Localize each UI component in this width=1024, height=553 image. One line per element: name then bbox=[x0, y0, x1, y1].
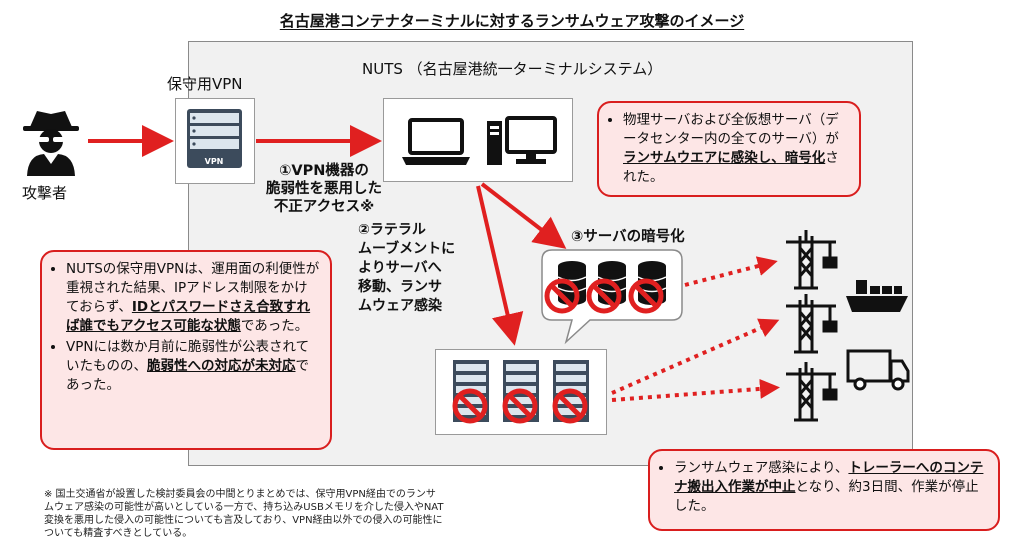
callout-encryption-list: 物理サーバおよび全仮想サーバ（データセンター内の全てのサーバ）がランサムウエアに… bbox=[609, 111, 849, 187]
callout-vpn-cause-list: NUTSの保守用VPNは、運用面の利便性が重視された結果、IPアドレス制限をかけ… bbox=[52, 260, 320, 395]
arrow-to-physical-servers bbox=[476, 185, 524, 346]
dotted-arrows bbox=[611, 256, 780, 402]
callout-encryption-emph: ランサムウエアに感染し、暗号化 bbox=[623, 150, 826, 166]
step3-label: ③サーバの暗号化 bbox=[571, 229, 685, 245]
callout-vpn-item-2-post: であった。 bbox=[66, 358, 309, 393]
prohibited-icons-physical bbox=[452, 388, 588, 424]
step1-line1: ①VPN機器の bbox=[279, 163, 369, 179]
terminal-pc-box bbox=[383, 98, 573, 182]
callout-operation-post: となり、約3日間、作業が停止した。 bbox=[674, 479, 979, 514]
laptop-icon bbox=[402, 118, 470, 165]
nuts-label: NUTS （名古屋港統一ターミナルシステム） bbox=[362, 60, 663, 78]
callout-operation-pre: ランサムウェア感染により、 bbox=[674, 460, 849, 476]
step1-line3: 不正アクセス※ bbox=[273, 199, 375, 215]
step2-line1: ②ラテラル bbox=[358, 222, 426, 238]
step1-label: ①VPN機器の 脆弱性を悪用した 不正アクセス※ bbox=[256, 162, 392, 216]
callout-operation-stop-list: ランサムウェア感染により、トレーラーへのコンテナ搬出入作業が中止となり、約3日間… bbox=[660, 459, 988, 516]
step2-line5: ムウェア感染 bbox=[358, 298, 442, 314]
callout-encryption-pre: 物理サーバおよび全仮想サーバ（データセンター内の全てのサーバ）が bbox=[623, 112, 839, 147]
callout-vpn-item-1-emph: IDとパスワードさえ合致すれば誰でもアクセス可能な状態 bbox=[66, 299, 311, 334]
callout-encryption-post: された。 bbox=[623, 150, 839, 185]
truck-icon bbox=[846, 349, 910, 391]
vpn-badge: VPN bbox=[205, 157, 224, 166]
ship-icon bbox=[846, 280, 908, 312]
crane-icons bbox=[786, 230, 838, 422]
callout-vpn-item-1-post: であった。 bbox=[240, 318, 309, 334]
vpn-device-icon bbox=[187, 109, 242, 168]
arrow-to-virtual-servers bbox=[480, 182, 567, 249]
prohibited-icons-virtual bbox=[544, 278, 664, 314]
callout-vpn-item-1: NUTSの保守用VPNは、運用面の利便性が重視された結果、IPアドレス制限をかけ… bbox=[66, 260, 320, 336]
step1-line2: 脆弱性を悪用した bbox=[266, 181, 382, 197]
callout-encryption: 物理サーバおよび全仮想サーバ（データセンター内の全てのサーバ）がランサムウエアに… bbox=[597, 101, 861, 197]
attacker-icon bbox=[23, 111, 79, 176]
callout-vpn-item-2-pre: VPNには数か月前に脆弱性が公表されていたものの、 bbox=[66, 339, 310, 374]
vpn-label: 保守用VPN bbox=[167, 75, 243, 93]
step2-label: ②ラテラル ムーブメントに よりサーバへ 移動、ランサ ムウェア感染 bbox=[358, 221, 470, 316]
callout-vpn-item-2: VPNには数か月前に脆弱性が公表されていたものの、脆弱性への対応が未対応であった… bbox=[66, 338, 320, 395]
callout-operation-stop: ランサムウェア感染により、トレーラーへのコンテナ搬出入作業が中止となり、約3日間… bbox=[648, 449, 1000, 531]
callout-vpn-item-1-pre: NUTSの保守用VPNは、運用面の利便性が重視された結果、IPアドレス制限をかけ… bbox=[66, 261, 320, 315]
attacker-label: 攻撃者 bbox=[22, 184, 68, 202]
footnote: ※ 国土交通省が設置した検討委員会の中間とりまとめでは、保守用VPN経由でのラン… bbox=[44, 489, 444, 539]
step2-line2: ムーブメントに bbox=[358, 241, 456, 257]
callout-vpn-item-2-emph: 脆弱性への対応が未対応 bbox=[147, 358, 296, 374]
diagram-title: 名古屋港コンテナターミナルに対するランサムウェア攻撃のイメージ bbox=[279, 12, 745, 30]
callout-vpn-cause: NUTSの保守用VPNは、運用面の利便性が重視された結果、IPアドレス制限をかけ… bbox=[40, 250, 332, 450]
step2-line4: 移動、ランサ bbox=[358, 279, 442, 295]
callout-operation-stop-item: ランサムウェア感染により、トレーラーへのコンテナ搬出入作業が中止となり、約3日間… bbox=[674, 459, 988, 516]
step2-line3: よりサーバへ bbox=[358, 260, 442, 276]
callout-operation-emph: トレーラーへのコンテナ搬出入作業が中止 bbox=[674, 460, 984, 495]
callout-encryption-item: 物理サーバおよび全仮想サーバ（データセンター内の全てのサーバ）がランサムウエアに… bbox=[623, 111, 849, 187]
desktop-icon bbox=[487, 116, 557, 165]
